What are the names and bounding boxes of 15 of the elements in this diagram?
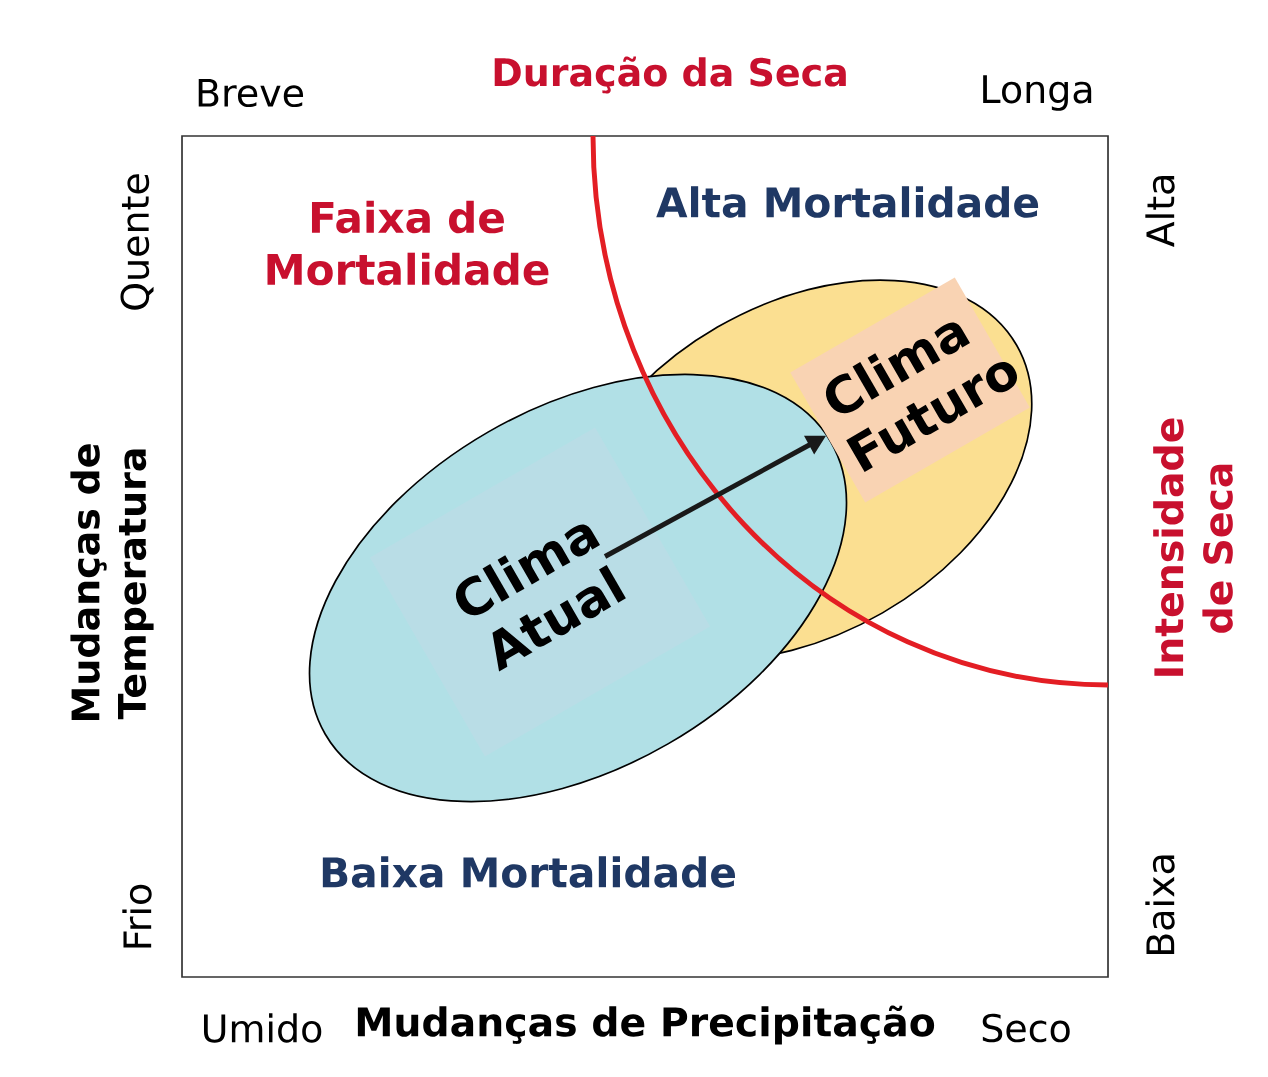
axis-end-label: Alta	[1145, 176, 1175, 248]
axis-end-label: Frio	[122, 884, 152, 948]
axis-title: Mudanças de Temperatura	[70, 444, 154, 720]
region-label: Alta Mortalidade	[656, 186, 1039, 218]
region-label: Faixa de Mortalidade	[267, 200, 549, 286]
axis-title: Duração da Seca	[494, 56, 846, 94]
axis-end-label: Breve	[198, 78, 304, 108]
axis-end-label: Longa	[983, 75, 1092, 111]
axis-end-label: Baixa	[1145, 855, 1175, 955]
axis-end-label: Quente	[120, 174, 154, 310]
axis-end-label: Seco	[982, 1013, 1070, 1043]
region-label: Baixa Mortalidade	[322, 856, 735, 888]
axis-title: Intensidade de Seca	[1153, 418, 1233, 676]
axis-end-label: Umido	[204, 1013, 322, 1043]
axis-title: Mudanças de Precipitação	[357, 1005, 935, 1045]
